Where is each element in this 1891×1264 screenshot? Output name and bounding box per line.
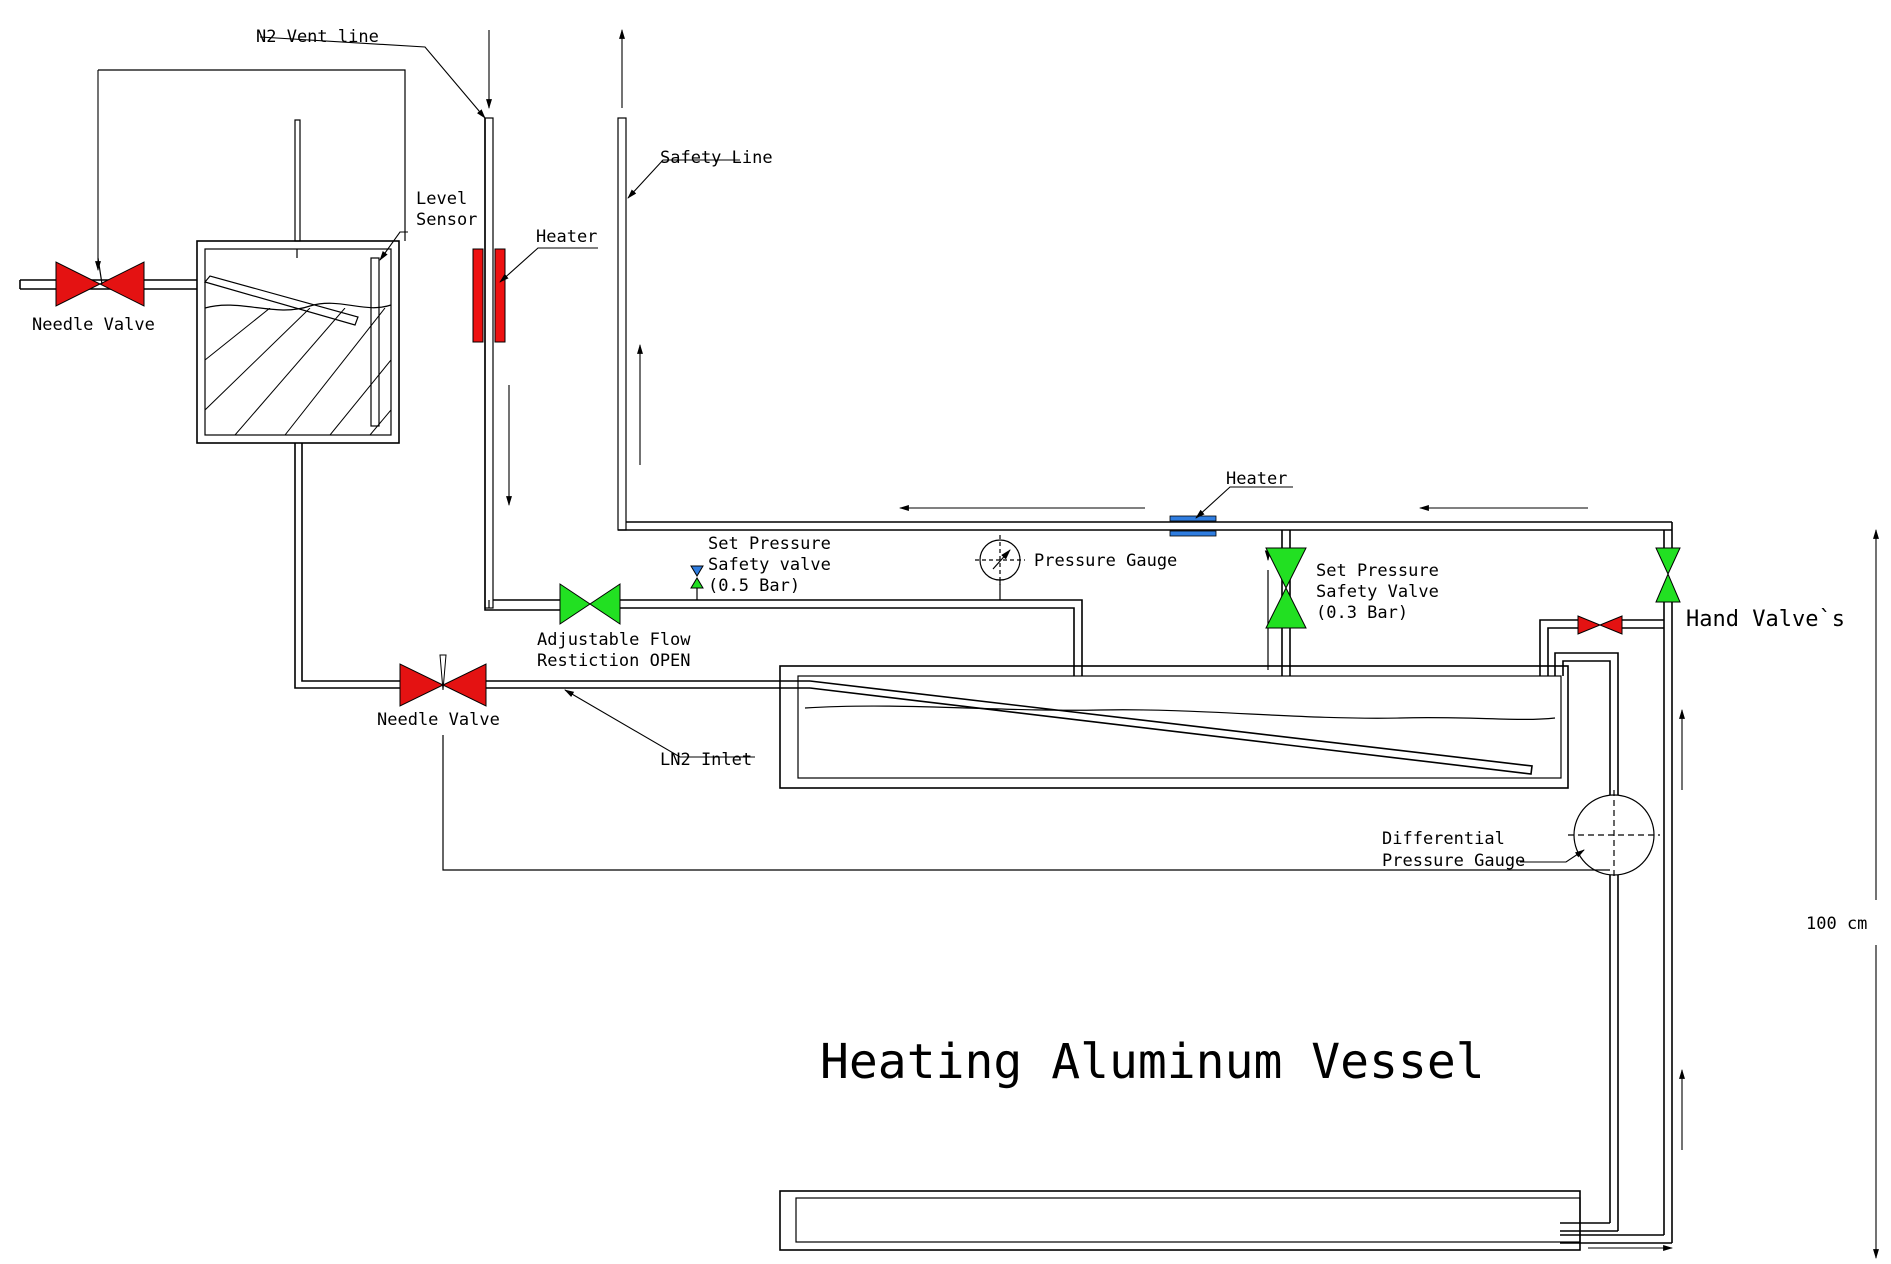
vessel-title: Heating Aluminum Vessel	[820, 1034, 1485, 1090]
heater-horizontal[interactable]	[1169, 515, 1217, 537]
level-sensor-label-2: Sensor	[416, 210, 477, 230]
upper-vessel	[779, 665, 1569, 789]
heater-vertical[interactable]	[472, 248, 506, 343]
ln2-inlet-label: LN2 Inlet	[660, 750, 752, 770]
differential-label-2: Pressure Gauge	[1382, 851, 1525, 871]
needle-valve-left[interactable]	[55, 261, 145, 307]
set-pressure-03-label-1: Set Pressure	[1316, 561, 1439, 581]
needle-valve-mid[interactable]	[399, 663, 487, 707]
differential-label-1: Differential	[1382, 829, 1505, 849]
differential-gauge-pipes	[1554, 652, 1619, 1231]
set-pressure-05-label-2: Safety valve	[708, 555, 831, 575]
adjustable-flow-valve[interactable]	[559, 583, 621, 625]
set-pressure-03-label-3: (0.3 Bar)	[1316, 603, 1408, 623]
safety-line	[617, 29, 1673, 548]
control-line-mid	[442, 735, 1610, 871]
set-pressure-05-label-1: Set Pressure	[708, 534, 831, 554]
level-sensor-label-1: Level	[416, 189, 467, 209]
safety-line-label: Safety Line	[660, 148, 773, 168]
n2-vent-line-label: N2 Vent line	[256, 27, 379, 47]
control-line-left	[98, 69, 406, 241]
safety-valve-03[interactable]	[1265, 547, 1307, 629]
safety-valve-05[interactable]	[690, 565, 704, 600]
hand-valve-pipes	[1539, 602, 1673, 1243]
hand-valves-label: Hand Valve`s	[1686, 607, 1845, 632]
needle-valve-mid-label: Needle Valve	[377, 710, 500, 730]
set-pressure-03-label-2: Safety Valve	[1316, 582, 1439, 602]
adjustable-flow-label-2: Restiction OPEN	[537, 651, 691, 671]
adjustable-flow-label-1: Adjustable Flow	[537, 630, 691, 650]
set-pressure-05-label-3: (0.5 Bar)	[708, 576, 800, 596]
lower-heating-vessel	[779, 1190, 1672, 1251]
n2-vent-line	[484, 30, 560, 611]
dewar-outlet-pipe	[294, 443, 400, 689]
ln2-inlet-pipe	[486, 680, 1533, 775]
differential-pressure-gauge[interactable]	[1568, 790, 1660, 880]
heater-top-label: Heater	[536, 227, 597, 247]
dewar-reservoir	[196, 119, 400, 444]
needle-valve-left-label: Needle Valve	[32, 315, 155, 335]
dimension-label: 100 cm	[1806, 914, 1867, 934]
hand-valve-vertical[interactable]	[1655, 547, 1681, 603]
pressure-gauge[interactable]	[975, 535, 1025, 600]
flow-to-vessel-pipe	[620, 599, 1083, 676]
pressure-gauge-label: Pressure Gauge	[1034, 551, 1177, 571]
heater-right-label: Heater	[1226, 469, 1287, 489]
hand-valve-horizontal[interactable]	[1577, 615, 1623, 635]
